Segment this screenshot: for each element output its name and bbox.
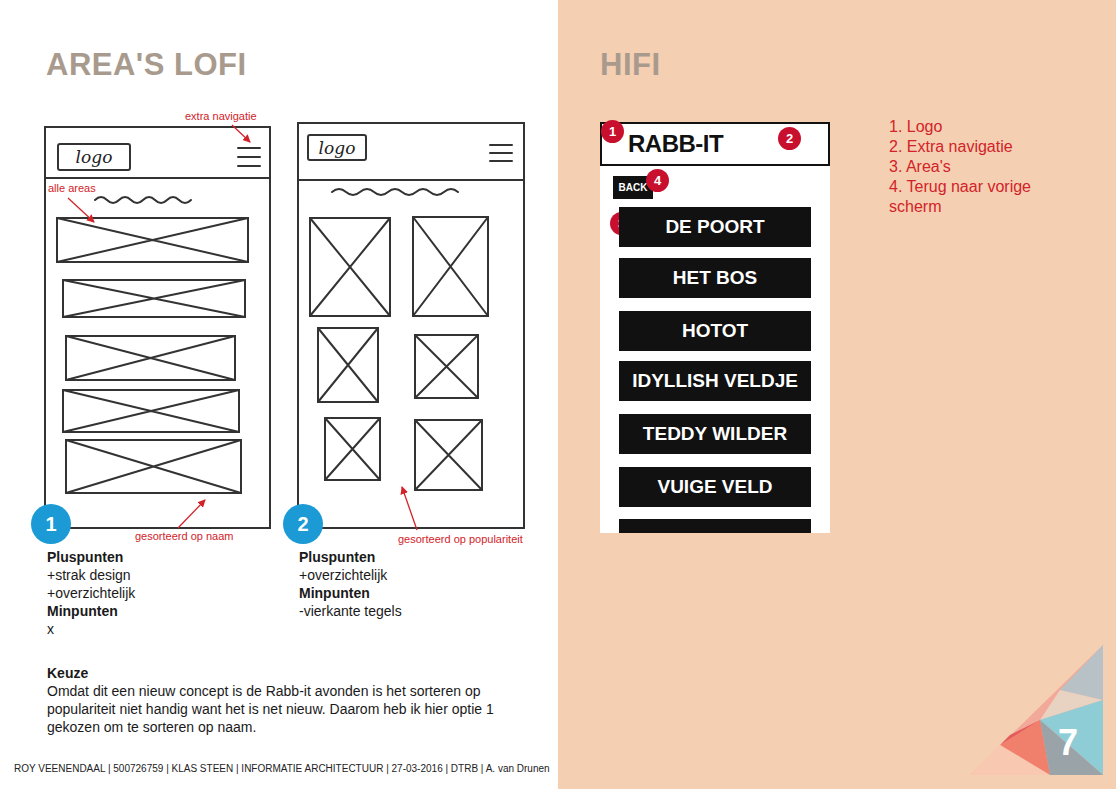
page-number: 7: [1058, 722, 1078, 764]
placeholder-cross: [318, 328, 378, 402]
placeholder-image: [310, 218, 390, 316]
leader-arrows: [68, 125, 417, 530]
placeholder-cross: [66, 440, 241, 493]
lofi-wireframe-2: [298, 123, 524, 528]
list-heading: Minpunten: [47, 602, 118, 620]
area-button: IDYLLISH VELDJE: [619, 361, 811, 401]
list-heading: Pluspunten: [47, 548, 123, 566]
list-heading: Minpunten: [299, 584, 370, 602]
placeholder-cross: [63, 390, 239, 432]
annotation: gesorteerd op naam: [135, 530, 233, 542]
cut-off-area-button: [619, 519, 811, 533]
placeholder-cross: [66, 336, 235, 380]
peach-panel: [558, 0, 1116, 789]
node-text: logo: [319, 138, 356, 158]
legend-item: 2. Extra navigatie: [889, 137, 1013, 157]
page-title: AREA'S LOFI: [46, 47, 247, 83]
placeholder-image: [57, 218, 248, 262]
logo-box: logo: [307, 134, 367, 161]
node-text: RABB-IT: [628, 130, 723, 158]
placeholder-image: [66, 336, 235, 380]
lofi-wireframe-1: [45, 127, 270, 528]
option-number: 1: [31, 504, 71, 544]
option-number: 2: [283, 504, 323, 544]
list-item: +strak design: [47, 566, 131, 584]
placeholder-cross: [63, 280, 245, 317]
list-item: +overzichtelijk: [299, 566, 387, 584]
node-text: IDYLLISH VELDJE: [632, 370, 798, 392]
node-text: HET BOS: [673, 267, 757, 289]
area-button: HET BOS: [619, 258, 811, 298]
placeholder-cross: [415, 335, 478, 398]
annotation: extra navigatie: [185, 110, 257, 122]
phone-screen: [600, 122, 830, 533]
legend-item: 4. Terug naar vorige scherm: [889, 177, 1059, 217]
annotation: alle areas: [48, 182, 96, 194]
placeholder-image: [325, 418, 380, 480]
placeholder-cross: [413, 217, 488, 316]
annotation: gesorteerd op populariteit: [398, 533, 523, 545]
list-heading: Pluspunten: [299, 548, 375, 566]
logo-box: logo: [57, 143, 131, 171]
legend-item: 1. Logo: [889, 117, 942, 137]
placeholder-cross: [415, 420, 482, 490]
placeholder-image: [63, 390, 239, 432]
area-button: VUIGE VELD: [619, 467, 811, 507]
list-item: x: [47, 620, 54, 638]
area-button: TEDDY WILDER: [619, 414, 811, 454]
node-text: VUIGE VELD: [657, 476, 772, 498]
node-text: logo: [76, 147, 113, 167]
list-item: -vierkante tegels: [299, 602, 402, 620]
node-text: 2: [786, 131, 793, 146]
placeholder-image: [66, 440, 241, 493]
node-text: BACK: [619, 182, 648, 193]
node-text: DE POORT: [665, 216, 764, 238]
placeholder-cross: [57, 218, 248, 262]
section-heading: Keuze: [47, 664, 88, 682]
placeholder-image: [415, 335, 478, 398]
triangle-decoration: [970, 645, 1103, 775]
placeholder-cross: [310, 218, 390, 316]
node-text: TEDDY WILDER: [643, 423, 787, 445]
placeholder-image: [318, 328, 378, 402]
list-item: +overzichtelijk: [47, 584, 135, 602]
callout-number: 1: [601, 120, 624, 143]
callout-number: 4: [646, 169, 669, 192]
placeholder-image: [415, 420, 482, 490]
placeholder-cross: [325, 418, 380, 480]
node-text: 4: [654, 173, 661, 188]
paragraph: Omdat dit een nieuw concept is de Rabb-i…: [47, 682, 547, 736]
placeholder-image: [413, 217, 488, 316]
placeholder-image: [63, 280, 245, 317]
node-text: 1: [609, 124, 616, 139]
node-text: HOTOT: [682, 320, 748, 342]
section-title: HIFI: [600, 47, 661, 83]
callout-number: 2: [778, 127, 801, 150]
legend-item: 3. Area's: [889, 157, 951, 177]
area-button: DE POORT: [619, 207, 811, 247]
node-text: 1: [45, 513, 56, 536]
footer: ROY VEENENDAAL | 500726759 | KLAS STEEN …: [14, 763, 550, 774]
node-text: 2: [297, 513, 308, 536]
area-button: HOTOT: [619, 311, 811, 351]
